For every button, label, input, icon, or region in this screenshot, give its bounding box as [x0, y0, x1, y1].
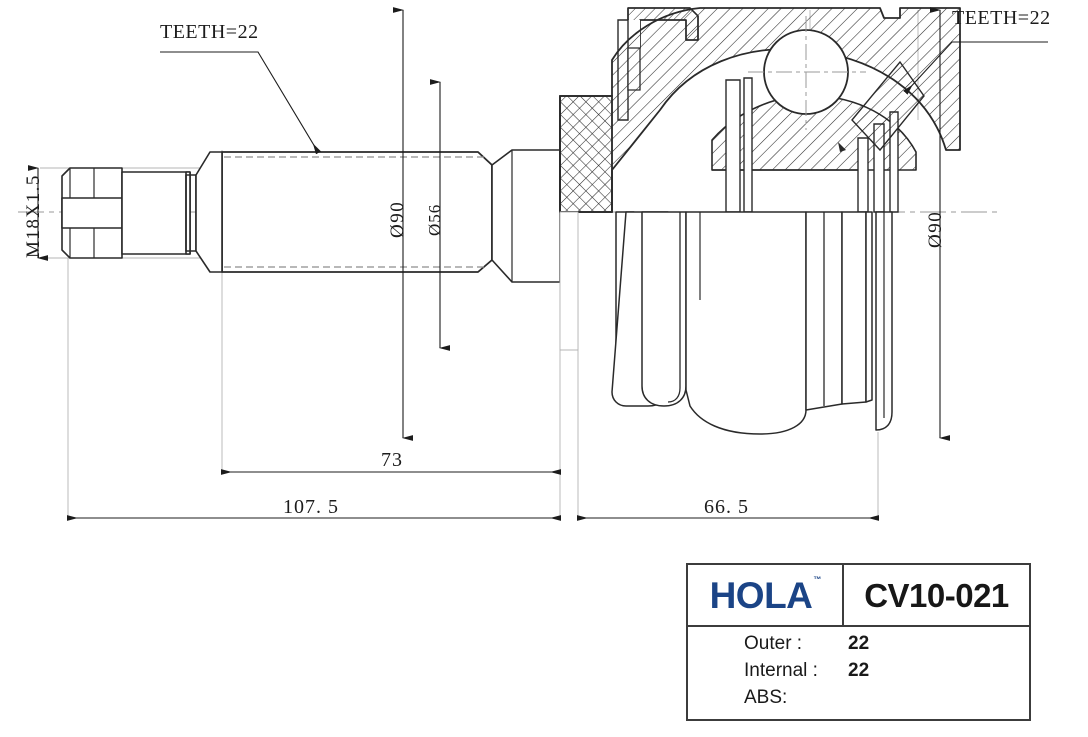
diameter-label-56: Ø56	[425, 203, 444, 236]
spec-row-outer: Outer : 22	[744, 633, 1029, 660]
cage-arm-left	[725, 77, 753, 213]
part-number-cell: CV10-021	[844, 565, 1029, 625]
dimension-label-73: 73	[381, 449, 403, 471]
trademark-icon: ™	[813, 574, 822, 584]
spec-value-internal: 22	[848, 660, 870, 681]
splined-shaft	[195, 149, 561, 283]
shaft-step-2	[185, 171, 197, 255]
diameter-label-90-left: Ø90	[387, 200, 408, 238]
inner-race-wedge	[851, 60, 925, 152]
section-tick	[838, 142, 846, 152]
threaded-stub	[61, 167, 123, 259]
leader-teeth-left	[160, 51, 322, 155]
spec-label-abs: ABS:	[744, 687, 788, 708]
spec-row-internal: Internal : 22	[744, 660, 1029, 687]
shaft-step-1	[121, 171, 191, 255]
thread-label-m18: M18X1.5	[23, 174, 44, 258]
teeth-label-left: TEETH=22	[160, 21, 259, 43]
diameter-label-90-right: Ø90	[925, 210, 946, 248]
teeth-label-right: TEETH=22	[952, 7, 1051, 29]
spec-label-outer: Outer :	[744, 633, 803, 654]
spec-row-abs: ABS:	[744, 687, 1029, 714]
part-number-text: CV10-021	[864, 576, 1009, 614]
spec-value-outer: 22	[848, 633, 870, 654]
brand-logo-text: HOLA	[709, 574, 813, 616]
leader-teeth-right	[903, 41, 1048, 95]
joint-boot-body	[559, 211, 893, 435]
ball-bearing	[748, 16, 866, 130]
spec-label-internal: Internal :	[744, 660, 818, 681]
dimension-label-66-5: 66. 5	[704, 496, 749, 518]
spec-list: Outer : 22 Internal : 22 ABS:	[688, 627, 1029, 714]
dimension-label-107-5: 107. 5	[283, 496, 339, 518]
